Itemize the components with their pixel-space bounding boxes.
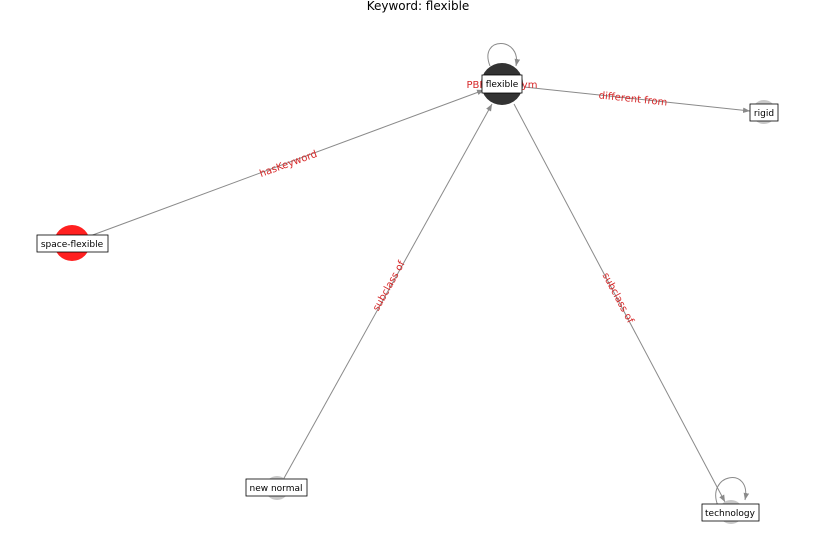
edge-space-flexible-flexible xyxy=(89,89,485,237)
node-label-rigid: rigid xyxy=(749,103,779,122)
edge-new-normal-flexible xyxy=(282,103,493,481)
node-label-flexible: flexible xyxy=(481,74,523,94)
svg-text:flexible: flexible xyxy=(486,80,519,90)
node-label-space-flexible: space-flexible xyxy=(36,234,109,253)
edge-technology-self xyxy=(715,477,750,507)
svg-text:new normal: new normal xyxy=(250,484,303,494)
edge-label-flexible-technology: subclass of xyxy=(600,271,636,326)
edge-label-flexible-rigid: different from xyxy=(598,90,668,108)
graph-title: Keyword: flexible xyxy=(367,0,470,13)
svg-text:rigid: rigid xyxy=(754,109,774,119)
svg-text:technology: technology xyxy=(705,509,756,519)
edge-flexible-rigid xyxy=(523,86,751,114)
edge-flexible-self xyxy=(487,43,521,67)
node-label-new-normal: new normal xyxy=(245,478,308,497)
node-label-technology: technology xyxy=(701,503,760,522)
edge-label-new-normal-flexible: subclass of xyxy=(371,259,408,313)
svg-text:space-flexible: space-flexible xyxy=(41,240,104,250)
edge-flexible-technology xyxy=(513,103,726,503)
edge-label-space-flexible-flexible: hasKeyword xyxy=(258,149,319,180)
